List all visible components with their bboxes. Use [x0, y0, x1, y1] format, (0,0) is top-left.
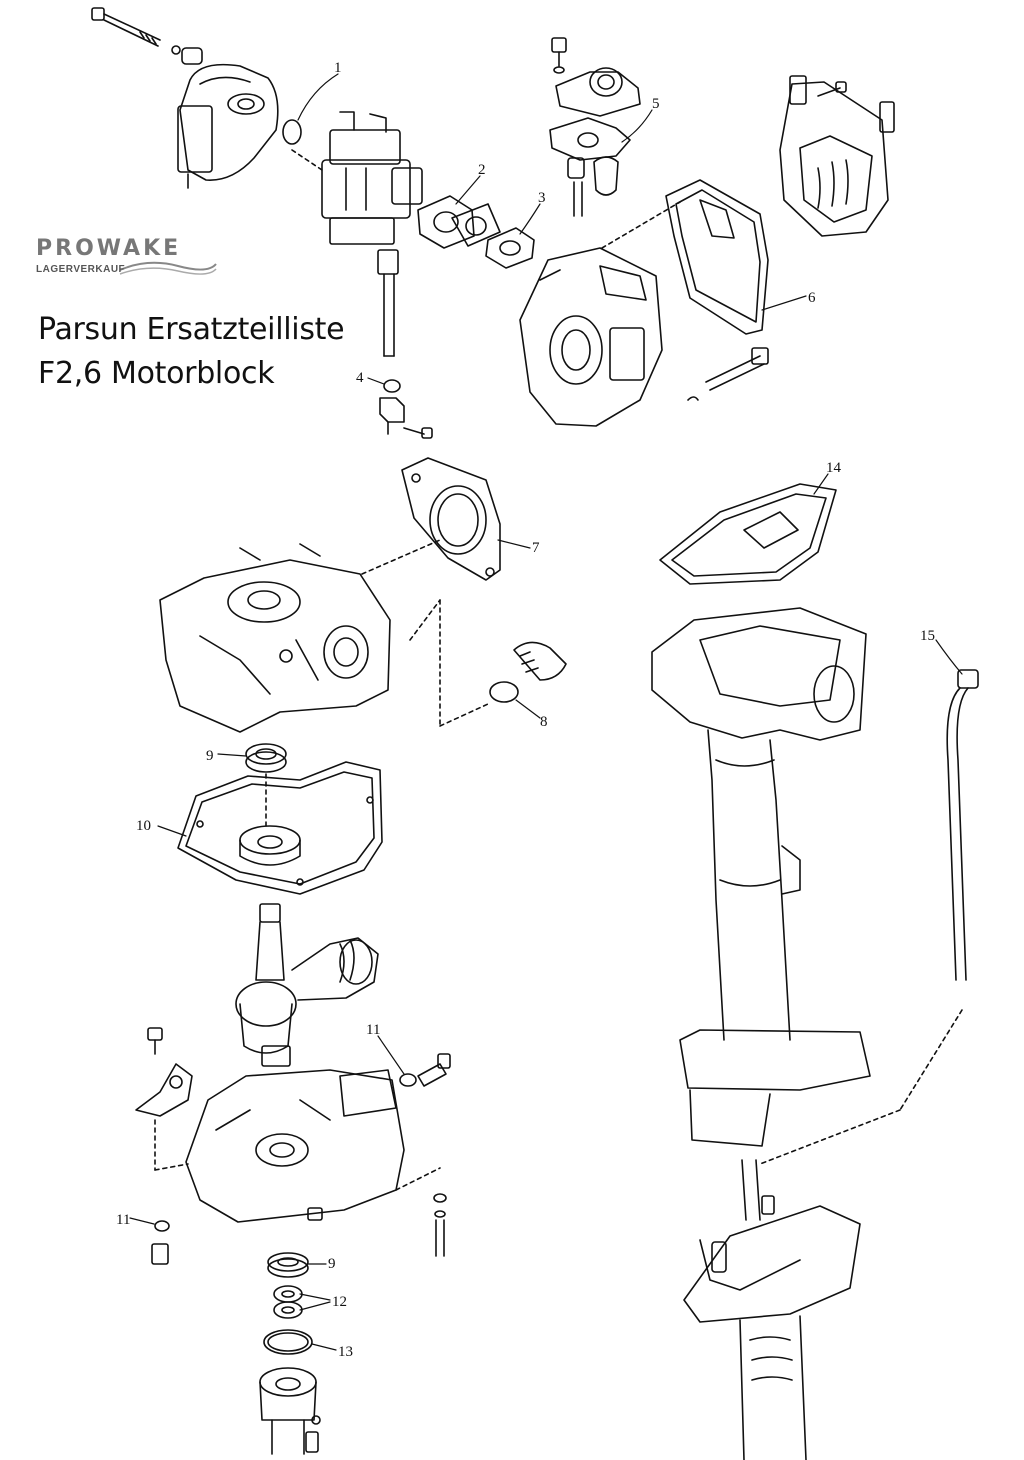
- callout-4: 4: [356, 370, 364, 386]
- callout-11-upper: 11: [366, 1022, 380, 1038]
- exhaust-cover: [779, 75, 895, 237]
- water-tube-15: [946, 669, 979, 981]
- thermostat-cover-5: [549, 37, 641, 217]
- logo-brand-text: PROWAKE: [36, 236, 182, 261]
- carb-gasket-2: [417, 195, 501, 249]
- callout-10: 10: [136, 818, 151, 834]
- callout-labels: 1 2 3 4 5 6 7 8 9 9 10 11 11 12 13 14 15: [116, 60, 935, 1360]
- bolt-11-lower: [151, 1220, 170, 1265]
- head-gasket-7: [401, 457, 501, 581]
- callout-13: 13: [338, 1344, 353, 1360]
- logo-subtitle: LAGERVERKAUF: [36, 264, 126, 275]
- crankshaft-piston: [235, 903, 379, 1067]
- crankcase-lower: [185, 1069, 405, 1223]
- callout-5: 5: [652, 96, 660, 112]
- leader-lines: [129, 73, 963, 1351]
- bolt-long-top: [91, 7, 203, 65]
- bearing-housing: [259, 1367, 321, 1455]
- callout-2: 2: [478, 162, 486, 178]
- bearings-12: [273, 1285, 303, 1319]
- callout-9-upper: 9: [206, 748, 214, 764]
- mounting-gasket-14: [659, 483, 837, 585]
- lower-unit: [683, 1159, 861, 1460]
- bolt-lower-long: [433, 1193, 447, 1257]
- page-title-line1: Parsun Ersatzteilliste: [38, 312, 345, 347]
- gasket-6: [665, 179, 769, 335]
- callout-8: 8: [540, 714, 548, 730]
- callout-9-lower: 9: [328, 1256, 336, 1272]
- driveshaft-housing: [651, 607, 871, 1147]
- crankcase-upper: [159, 543, 391, 733]
- callout-1: 1: [334, 60, 342, 76]
- callout-11-lower: 11: [116, 1212, 130, 1228]
- o-ring-1: [282, 119, 302, 145]
- governor-arm: [135, 1027, 193, 1117]
- callout-15: 15: [920, 628, 935, 644]
- callout-6: 6: [808, 290, 816, 306]
- cylinder-block-top: [519, 247, 663, 427]
- carburetor: [321, 111, 423, 357]
- callout-7: 7: [532, 540, 540, 556]
- filler-plug-8: [489, 641, 567, 703]
- o-ring-4: [379, 379, 433, 439]
- oil-seal-9-upper: [245, 743, 287, 773]
- carb-gasket-3: [485, 227, 535, 269]
- callout-3: 3: [538, 190, 546, 206]
- bolt-11-right: [399, 1053, 451, 1087]
- recoil-starter-housing: [177, 63, 279, 189]
- gasket-10: [177, 761, 383, 895]
- bearing-main: [239, 825, 301, 866]
- bolt-block: [687, 347, 769, 401]
- page-title-line2: F2,6 Motorblock: [38, 356, 275, 391]
- oil-seal-9-lower: [267, 1252, 309, 1278]
- callout-12: 12: [332, 1294, 347, 1310]
- o-ring-13: [263, 1329, 313, 1355]
- logo-wave-icon: [119, 261, 217, 275]
- callout-14: 14: [826, 460, 842, 476]
